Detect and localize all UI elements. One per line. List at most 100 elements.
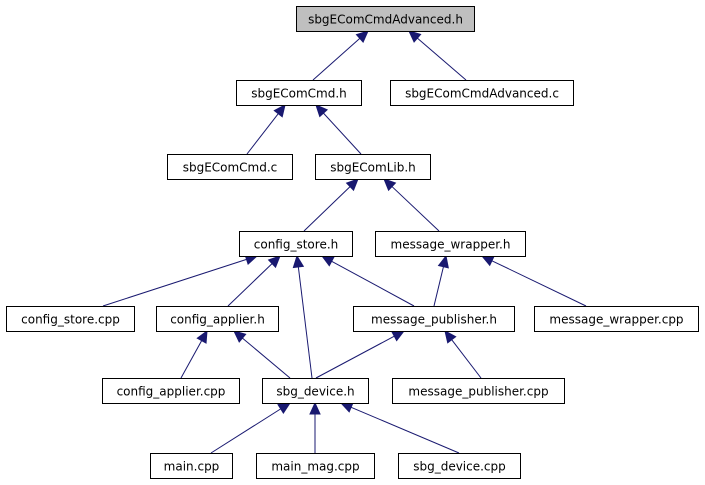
edge-arrowhead — [196, 329, 208, 344]
node-box[interactable] — [375, 231, 526, 257]
node-box[interactable] — [262, 378, 369, 404]
edge-arrowhead — [391, 330, 406, 342]
node-label: sbgEComCmd.c — [183, 161, 278, 175]
edge-arrowhead — [233, 330, 247, 343]
node-label: config_applier.h — [170, 313, 265, 327]
node-box[interactable] — [296, 6, 475, 32]
edge-arrowhead — [437, 254, 449, 269]
node-publisher-cpp[interactable]: message_publisher.cpp — [392, 378, 565, 404]
edge-line — [297, 266, 313, 379]
edge-line — [417, 37, 467, 81]
edge-device_h-to-store_h — [292, 254, 313, 379]
node-adv-c[interactable]: sbgEComCmdAdvanced.c — [390, 80, 574, 106]
edge-line — [451, 339, 482, 379]
edge-arrowhead — [292, 254, 305, 269]
edge-store_h-to-lib_h — [303, 178, 359, 232]
node-store-h[interactable]: config_store.h — [239, 231, 353, 257]
edge-arrowhead — [277, 402, 292, 415]
node-box[interactable] — [392, 378, 565, 404]
edge-arrowhead — [480, 255, 495, 267]
edge-line — [312, 37, 361, 81]
node-box[interactable] — [256, 453, 375, 479]
edge-device_h-to-applier_h — [233, 330, 291, 379]
node-main-cpp[interactable]: main.cpp — [150, 453, 233, 479]
edge-arrowhead — [355, 30, 369, 43]
edges-layer — [102, 30, 587, 454]
node-label: sbg_device.cpp — [413, 460, 506, 474]
node-box[interactable] — [156, 306, 279, 332]
node-cmd-h[interactable]: sbgEComCmd.h — [236, 80, 362, 106]
node-box[interactable] — [398, 453, 521, 479]
node-label: main_mag.cpp — [271, 460, 359, 474]
edge-publisher_h-to-wrapper_h — [433, 254, 449, 307]
edge-line — [210, 408, 281, 454]
nodes-layer: sbgEComCmdAdvanced.h sbgEComCmd.h sbgEComC… — [6, 6, 699, 479]
edge-line — [433, 266, 444, 307]
edge-line — [491, 260, 587, 307]
node-store-cpp[interactable]: config_store.cpp — [6, 306, 135, 332]
node-applier-cpp[interactable]: config_applier.cpp — [102, 378, 240, 404]
node-label: sbg_device.h — [276, 385, 354, 399]
edge-line — [180, 340, 203, 379]
edge-arrowhead — [267, 255, 281, 269]
edge-arrowhead — [444, 330, 457, 344]
node-label: config_store.cpp — [21, 313, 120, 327]
edge-lib_h-to-cmd_h — [315, 104, 362, 155]
node-label: config_store.h — [254, 238, 339, 252]
node-box[interactable] — [534, 306, 699, 332]
edge-arrowhead — [309, 401, 321, 415]
edge-line — [323, 112, 362, 155]
edge-line — [350, 406, 460, 454]
edge-line — [303, 186, 351, 232]
node-label: config_applier.cpp — [117, 385, 226, 399]
node-device-h[interactable]: sbg_device.h — [262, 378, 369, 404]
node-applier-h[interactable]: config_applier.h — [156, 306, 279, 332]
node-label: sbgEComCmdAdvanced.c — [405, 87, 559, 101]
edge-arrowhead — [320, 255, 335, 267]
edge-arrowhead — [273, 104, 286, 118]
edge-arrowhead — [345, 178, 359, 192]
node-box[interactable] — [353, 306, 515, 332]
edge-wrapper_h-to-lib_h — [383, 178, 440, 232]
node-box[interactable] — [102, 378, 240, 404]
node-lib-h[interactable]: sbgEComLib.h — [315, 154, 431, 180]
node-box[interactable] — [236, 80, 362, 106]
edge-line — [102, 258, 247, 307]
node-label: message_wrapper.h — [391, 238, 511, 252]
node-cmd-c[interactable]: sbgEComCmd.c — [167, 154, 293, 180]
node-label: sbgEComLib.h — [330, 161, 416, 175]
edge-arrowhead — [383, 178, 397, 192]
edge-arrowhead — [315, 104, 329, 118]
edge-line — [242, 337, 291, 379]
node-box[interactable] — [390, 80, 574, 106]
node-box[interactable] — [239, 231, 353, 257]
node-publisher-h[interactable]: message_publisher.h — [353, 306, 515, 332]
edge-applier_h-to-store_h — [227, 255, 281, 307]
edge-main_mag_cpp-to-device_h — [309, 401, 321, 453]
node-box[interactable] — [150, 453, 233, 479]
node-box[interactable] — [6, 306, 135, 332]
node-label: message_publisher.h — [371, 313, 497, 327]
node-main-mag-cpp[interactable]: main_mag.cpp — [256, 453, 375, 479]
node-wrapper-h[interactable]: message_wrapper.h — [375, 231, 526, 257]
edge-publisher_cpp-to-publisher_h — [444, 330, 482, 379]
node-wrapper-cpp[interactable]: message_wrapper.cpp — [534, 306, 699, 332]
edge-line — [227, 263, 273, 307]
edge-line — [315, 335, 395, 379]
edge-line — [331, 260, 415, 307]
edge-line — [246, 113, 279, 155]
edge-device_h-to-publisher_h — [315, 330, 406, 379]
node-adv-h[interactable]: sbgEComCmdAdvanced.h — [296, 6, 475, 32]
node-label: sbgEComCmdAdvanced.h — [308, 13, 463, 27]
edge-publisher_h-to-store_h — [320, 255, 415, 307]
node-device-cpp[interactable]: sbg_device.cpp — [398, 453, 521, 479]
node-box[interactable] — [167, 154, 293, 180]
edge-cmd_h-to-adv_h — [312, 30, 369, 81]
edge-wrapper_cpp-to-wrapper_h — [480, 255, 587, 307]
edge-device_cpp-to-device_h — [339, 402, 460, 454]
edge-adv_c-to-adv_h — [408, 30, 467, 81]
node-label: sbgEComCmd.h — [251, 87, 347, 101]
node-box[interactable] — [315, 154, 431, 180]
edge-line — [391, 186, 440, 232]
